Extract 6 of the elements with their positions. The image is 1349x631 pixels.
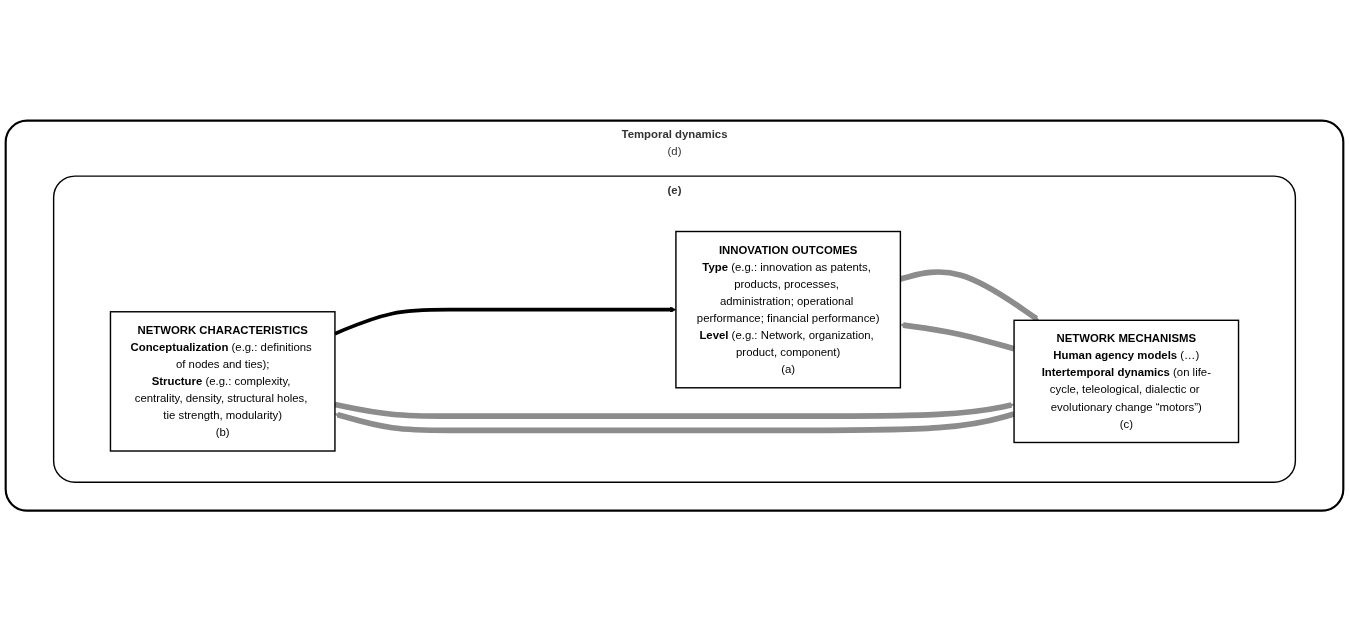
node-box: NETWORK CHARACTERISTICS Conceptualization (e.g.: definitions of nodes and ties); Structure (e.g.: complexity, centrality, density, structural holes, tie strength, modularity) (b) (109, 310, 336, 452)
arrow (900, 322, 1015, 352)
arrow (334, 401, 1015, 419)
node-box: INNOVATION OUTCOMES Type (e.g.: innovation as patents, products, processes, administration; operational performance; financial performance) Level (e.g.: Network, organization, product, component) (a) (675, 230, 902, 389)
node-box: NETWORK MECHANISMS Human agency models (…) Intertemporal dynamics (on life-cycle, teleological, dialectic or evolutionary change “motors”) (c) (1013, 319, 1240, 443)
arrow (334, 411, 1015, 434)
